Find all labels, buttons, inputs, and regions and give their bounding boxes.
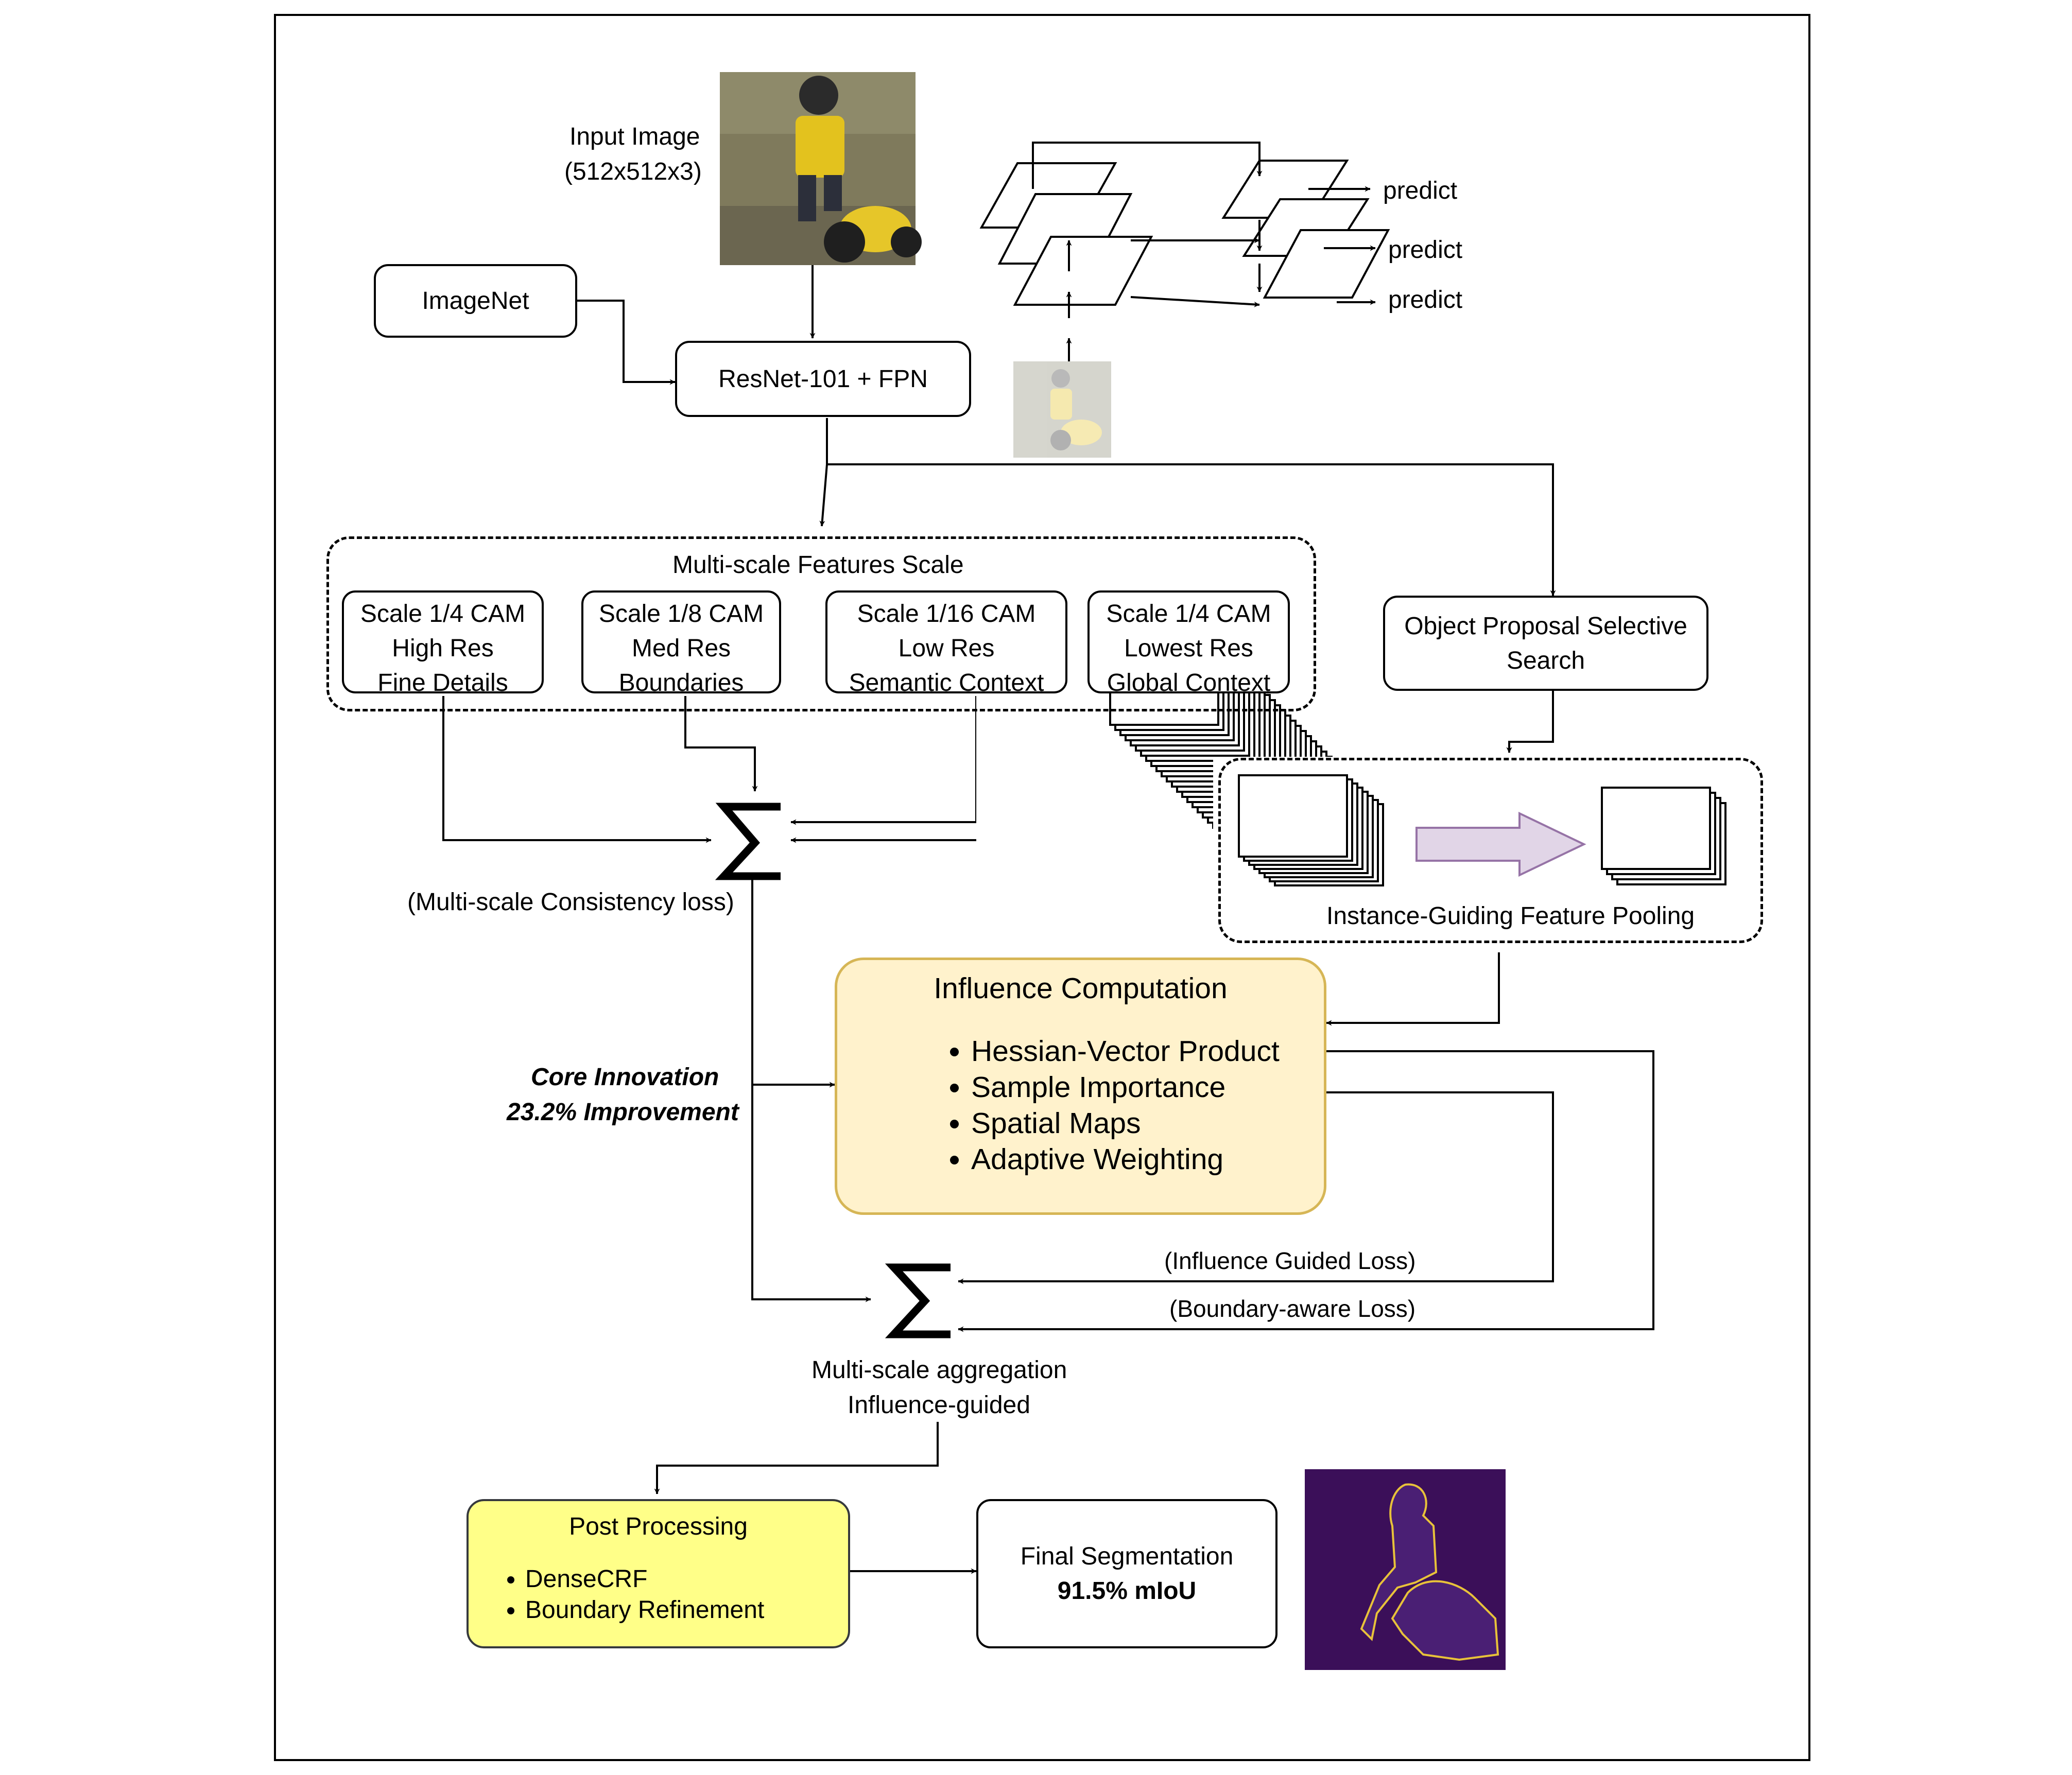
fpn-pyramid-icon: [979, 160, 1390, 306]
fpn-predict-label-2: predict: [1388, 236, 1463, 264]
scale-3-line1: Scale 1/16 CAM: [857, 600, 1036, 628]
postprocessing-box: Post Processing DenseCRF Boundary Refine…: [467, 1499, 850, 1648]
innovation-line1: Core Innovation: [531, 1064, 719, 1091]
fpn-predict-label-3: predict: [1388, 286, 1463, 314]
scale-box-4: Scale 1/4 CAM Lowest Res Global Context: [1087, 590, 1290, 693]
proposal-line1: Object Proposal Selective: [1404, 612, 1687, 640]
scale-2-line2: Med Res: [631, 635, 731, 662]
scale-2-line1: Scale 1/8 CAM: [598, 600, 764, 628]
sum-symbol-aggregation: [885, 1263, 951, 1338]
aggregation-line2: Influence-guided: [848, 1391, 1030, 1419]
postprocessing-title: Post Processing: [569, 1513, 748, 1540]
scale-box-3: Scale 1/16 CAM Low Res Semantic Context: [825, 590, 1067, 693]
scale-box-2: Scale 1/8 CAM Med Res Boundaries: [581, 590, 781, 693]
scale-3-line3: Semantic Context: [849, 669, 1044, 693]
scale-4-line2: Lowest Res: [1124, 635, 1253, 662]
scale-box-1: Scale 1/4 CAM High Res Fine Details: [342, 590, 544, 693]
flow-arrows: [442, 265, 1654, 1574]
fpn-input-thumbnail: [1013, 361, 1111, 458]
boundary-aware-loss-label: (Boundary-aware Loss): [1169, 1295, 1416, 1322]
final-line2: 91.5% mIoU: [1057, 1577, 1197, 1605]
postprocessing-item: DenseCRF: [525, 1564, 764, 1595]
influence-item: Hessian-Vector Product: [971, 1033, 1280, 1069]
pooling-arrow-icon: [1415, 811, 1586, 877]
imagenet-label: ImageNet: [422, 287, 529, 315]
backbone-label: ResNet-101 + FPN: [718, 365, 928, 393]
influence-title: Influence Computation: [934, 972, 1228, 1005]
pooling-container: [1218, 758, 1763, 943]
scale-2-line3: Boundaries: [618, 669, 744, 693]
segmentation-output-image: [1305, 1469, 1506, 1670]
proposal-line2: Search: [1506, 647, 1585, 674]
fpn-internal-arrows: [1032, 142, 1376, 361]
multiscale-title: Multi-scale Features Scale: [672, 551, 964, 579]
scale-3-line2: Low Res: [898, 635, 995, 662]
influence-list: Hessian-Vector Product Sample Importance…: [930, 1033, 1280, 1177]
scale-4-line1: Scale 1/4 CAM: [1106, 600, 1271, 628]
backbone-box: ResNet-101 + FPN: [675, 341, 971, 417]
input-image: [720, 72, 922, 265]
outer-frame: [274, 14, 1810, 1761]
sum-symbol-consistency: [715, 803, 781, 880]
pooled-stack-right: [1601, 787, 1726, 885]
postprocessing-list: DenseCRF Boundary Refinement: [484, 1564, 764, 1626]
imagenet-box: ImageNet: [374, 264, 577, 338]
final-segmentation-box: Final Segmentation 91.5% mIoU: [976, 1499, 1277, 1648]
proposal-box: Object Proposal Selective Search: [1383, 596, 1708, 691]
fpn-predict-label-1: predict: [1383, 177, 1458, 204]
scale-1-line3: Fine Details: [377, 669, 508, 693]
input-image-title: Input Image: [569, 123, 700, 150]
influence-box: Influence Computation Hessian-Vector Pro…: [835, 958, 1326, 1215]
scale-4-line3: Global Context: [1107, 669, 1271, 693]
consistency-loss-label: (Multi-scale Consistency loss): [407, 889, 734, 916]
innovation-line2: 23.2% Improvement: [507, 1099, 739, 1126]
pooling-label: Instance-Guiding Feature Pooling: [1326, 902, 1695, 930]
scale-1-line2: High Res: [392, 635, 494, 662]
influence-item: Spatial Maps: [971, 1105, 1280, 1141]
aggregation-line1: Multi-scale aggregation: [811, 1356, 1067, 1384]
influence-guided-loss-label: (Influence Guided Loss): [1164, 1247, 1416, 1274]
scale-1-line1: Scale 1/4 CAM: [360, 600, 526, 628]
influence-item: Adaptive Weighting: [971, 1141, 1280, 1177]
multiscale-container: [326, 536, 1316, 711]
postprocessing-item: Boundary Refinement: [525, 1595, 764, 1626]
final-line1: Final Segmentation: [1020, 1543, 1234, 1570]
input-image-dims: (512x512x3): [564, 158, 702, 185]
proposal-stack-left: [1238, 774, 1384, 886]
influence-item: Sample Importance: [971, 1069, 1280, 1105]
